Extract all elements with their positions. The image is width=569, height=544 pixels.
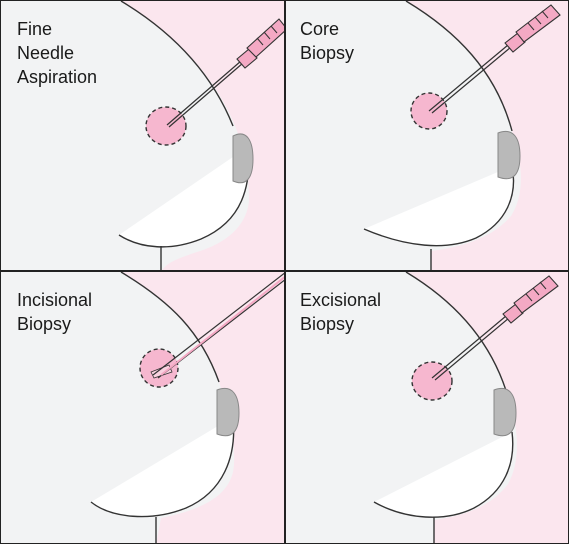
nipple [494,388,516,435]
lesion [140,349,178,387]
lesion [412,362,452,400]
panel-label: Fine Needle Aspiration [17,17,97,89]
nipple [217,388,239,435]
panel-excisional-biopsy: Excisional Biopsy [285,271,569,544]
panel-fine-needle-aspiration: Fine Needle Aspiration [0,0,285,271]
panel-label: Incisional Biopsy [17,288,92,336]
panel-label: Excisional Biopsy [300,288,381,336]
panel-incisional-biopsy: Incisional Biopsy [0,271,285,544]
nipple [498,131,520,178]
panel-label: Core Biopsy [300,17,354,65]
lesion [146,107,186,145]
nipple [233,134,253,183]
panel-core-biopsy: Core Biopsy [285,0,569,271]
